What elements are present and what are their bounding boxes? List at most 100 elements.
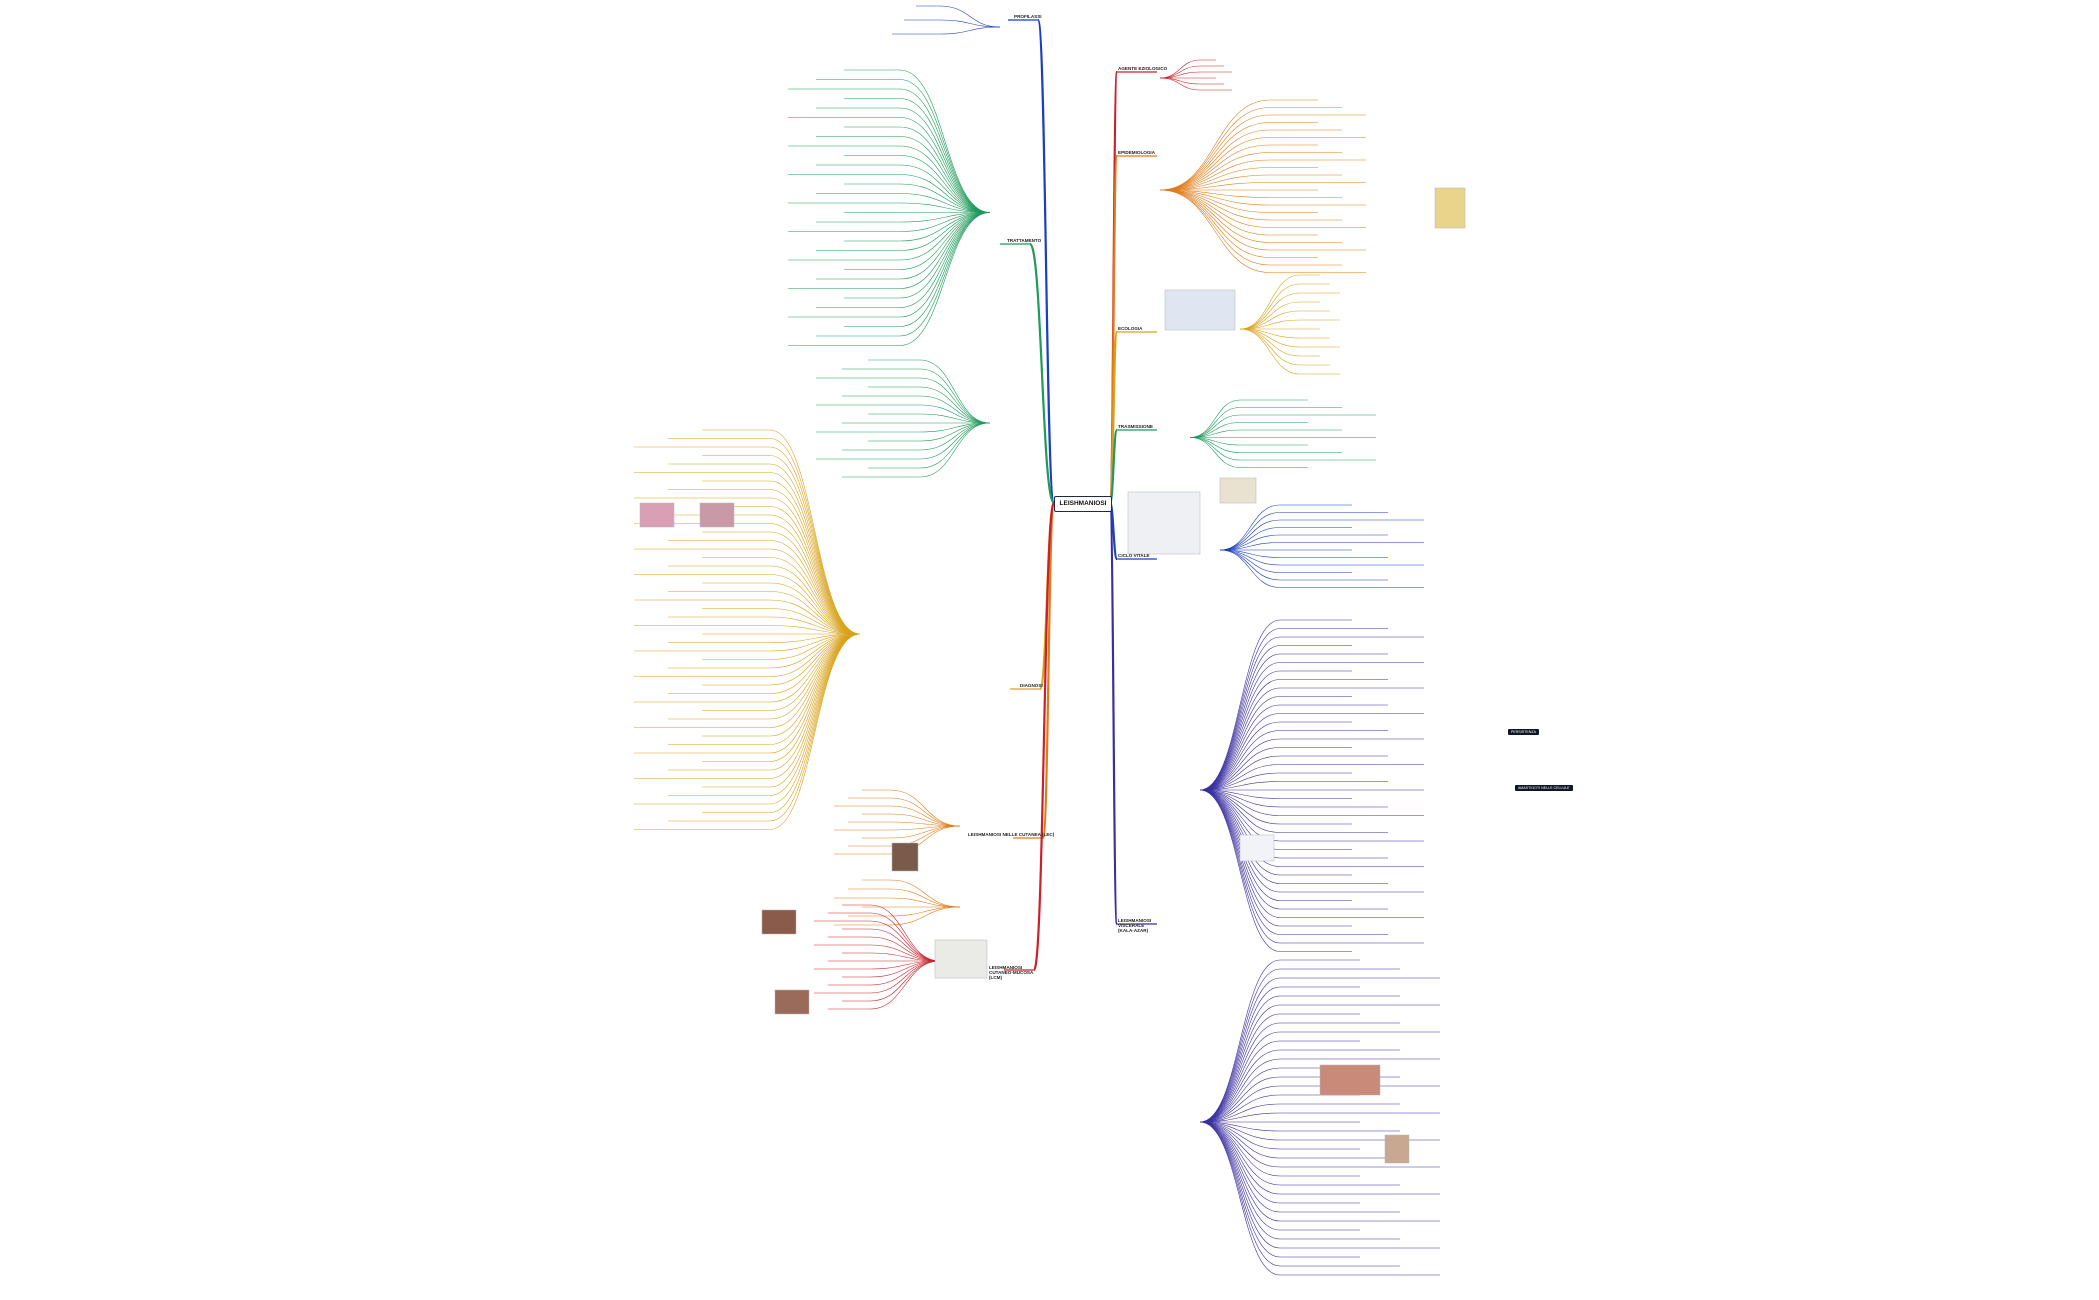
leaf-connector-1-27 [899,212,991,327]
leaf-connector-6-2 [869,920,941,962]
branch-ciclo[interactable]: CICLO VITALE [1118,553,1150,558]
thumbnail-image-4 [1434,187,1466,229]
thumbnail-image-9 [934,939,988,979]
leaf-connector-1-19 [899,212,991,251]
leaf-connector-8-18 [1159,189,1271,236]
leaf-connector-10-1 [1189,407,1241,438]
leaf-connector-2-9 [919,422,991,442]
leaf-connector-8-23 [1159,189,1271,273]
leaf-connector-0-2 [939,26,1001,35]
leaf-connector-13-10 [1199,1049,1281,1123]
leaf-connector-3-11 [769,523,861,635]
leaf-connector-3-0 [769,429,861,635]
leaf-connector-13-34 [1199,1121,1281,1267]
leaf-connector-1-9 [899,155,991,213]
leaf-connector-3-45 [769,633,861,813]
leaf-connector-1-10 [899,164,991,213]
leaf-connector-13-5 [1199,1004,1281,1123]
branch-mucocutanea[interactable]: LEISHMANIOSI CUTANEO-MUCOSA (LCM) [989,965,1034,980]
thumbnail-image-12 [1384,1134,1410,1164]
leaf-connector-1-2 [899,88,991,213]
leaf-connector-13-15 [1199,1094,1281,1123]
branch-profilassi[interactable]: PROFILASSI [1014,14,1042,19]
leaf-connector-13-8 [1199,1031,1281,1123]
thumbnail-image-2 [1219,477,1257,504]
leaf-connector-3-8 [769,497,861,635]
leaf-connector-3-4 [769,463,861,635]
leaf-connector-12-4 [1199,653,1281,791]
leaf-connector-3-17 [769,574,861,635]
branch-diagnosi[interactable]: DIAGNOSI [1020,683,1043,688]
leaf-connector-2-0 [919,359,991,424]
leaf-connector-8-5 [1159,137,1271,191]
leaf-connector-5-4 [889,906,961,917]
leaf-connector-11-4 [1219,534,1281,551]
leaf-connector-8-4 [1159,129,1271,191]
leaf-connector-6-1 [869,912,941,962]
leaf-connector-3-42 [769,633,861,788]
leaf-connector-12-5 [1199,662,1281,791]
leaf-connector-13-23 [1199,1121,1281,1168]
leaf-connector-3-39 [769,633,861,762]
leaf-connector-2-2 [919,377,991,424]
leaf-connector-8-17 [1159,189,1271,228]
leaf-connector-10-8 [1189,437,1241,461]
leaf-connector-1-21 [899,212,991,270]
leaf-connector-0-0 [939,5,1001,28]
leaf-connector-10-0 [1189,399,1241,438]
leaf-connector-12-39 [1199,789,1281,952]
thumbnail-image-1 [1127,491,1201,555]
leaf-connector-12-2 [1199,636,1281,791]
leaf-connector-3-40 [769,633,861,771]
leaf-connector-3-3 [769,455,861,635]
leaf-connector-8-8 [1159,159,1271,191]
leaf-connector-6-5 [869,944,941,962]
leaf-connector-12-9 [1199,696,1281,791]
leaf-connector-3-2 [769,446,861,635]
leaf-connector-10-7 [1189,437,1241,453]
leaf-connector-13-14 [1199,1085,1281,1123]
leaf-connector-8-20 [1159,189,1271,251]
branch-epidemiologia[interactable]: EPIDEMIOLOGIA [1118,150,1156,155]
leaf-connector-8-0 [1159,99,1271,191]
branch-trattamento[interactable]: TRATTAMENTO [1007,238,1042,243]
leaf-connector-12-17 [1199,764,1281,791]
leaf-connector-3-43 [769,633,861,796]
leaf-connector-4-1 [889,797,961,827]
leaf-connector-3-18 [769,582,861,635]
thumbnail-image-5 [639,502,675,528]
leaf-connector-3-12 [769,531,861,635]
leaf-connector-2-12 [919,422,991,469]
thumbnail-image-10 [774,989,810,1015]
leaf-connector-11-10 [1219,549,1281,581]
leaf-connector-3-14 [769,548,861,635]
leaf-connector-12-12 [1199,721,1281,791]
leaf-connector-0-1 [939,19,1001,28]
branch-cutanea[interactable]: LEISHMANIOSI NELLE CUTANEA (LEC) [968,832,1055,837]
branch-ecologia[interactable]: ECOLOGIA [1118,326,1143,331]
leaf-connector-12-38 [1199,789,1281,944]
leaf-connector-13-35 [1199,1121,1281,1276]
root-node[interactable]: LEISHMANIOSI [1054,496,1112,512]
leaf-connector-3-6 [769,480,861,635]
leaf-connector-9-1 [1239,283,1301,330]
leaf-connector-10-9 [1189,437,1241,468]
branch-agente[interactable]: AGENTE EZIOLOGICO [1118,66,1168,71]
leaf-connector-3-30 [769,633,861,686]
leaf-connector-2-13 [919,422,991,478]
persistenza-tag: PERSISTENZA [1508,729,1539,735]
leaf-connector-13-11 [1199,1058,1281,1123]
leaf-connector-8-9 [1159,167,1271,191]
leaf-connector-3-16 [769,565,861,635]
leaf-connector-3-35 [769,633,861,728]
leaf-connector-8-21 [1159,189,1271,258]
leaf-connector-3-47 [769,633,861,830]
leaf-connector-3-41 [769,633,861,779]
leaf-connector-4-0 [889,789,961,827]
leaf-connector-1-8 [899,145,991,213]
leaf-connector-1-1 [899,79,991,213]
branch-profilassi-connector [1036,18,1056,505]
branch-viscerale[interactable]: LEISHMANIOSI VISCERALE (KALA-AZAR) [1118,918,1152,933]
branch-trasmissione[interactable]: TRASMISSIONE [1118,424,1153,429]
thumbnail-image-0 [1164,289,1236,331]
